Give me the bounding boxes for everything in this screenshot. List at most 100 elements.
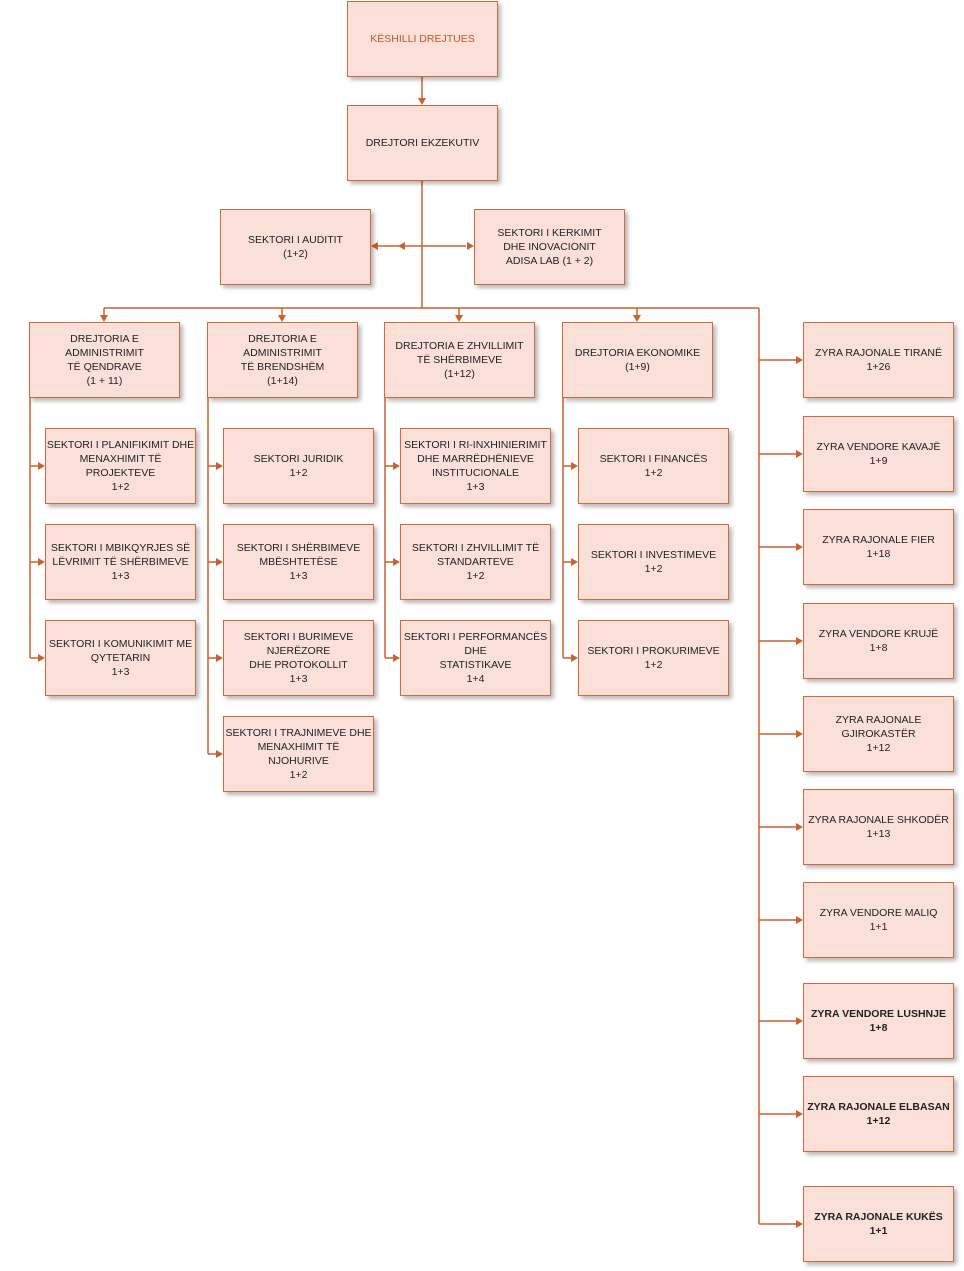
research-box: SEKTORI I KERKIMIT DHE INOVACIONIT ADISA…: [474, 209, 625, 285]
office-line: 1+9: [869, 455, 888, 467]
office-box: ZYRA RAJONALE ELBASAN 1+12: [803, 1076, 954, 1152]
arrowhead: [371, 242, 378, 250]
office-line: ZYRA RAJONALE: [835, 714, 922, 726]
office-line: ZYRA VENDORE KAVAJË: [816, 441, 941, 453]
directorate-box: DREJTORIA E ZHVILLIMIT TË SHËRBIMEVE (1+…: [384, 322, 535, 398]
research-line: DHE INOVACIONIT: [503, 241, 596, 253]
arrowhead: [100, 315, 108, 322]
office-line: ZYRA RAJONALE KUKËS: [814, 1211, 943, 1223]
arrowhead: [38, 654, 45, 662]
office-box: ZYRA RAJONALE TIRANË 1+26: [803, 322, 954, 398]
arrowhead: [796, 823, 803, 831]
arrowhead: [216, 750, 223, 758]
office-line: 1+8: [869, 642, 888, 654]
arrowhead: [216, 558, 223, 566]
arrowhead: [796, 356, 803, 364]
sector-line: PROJEKTEVE: [85, 467, 156, 479]
audit-line: SEKTORI I AUDITIT: [248, 234, 343, 246]
sector-line: 1+2: [111, 481, 130, 493]
arrowhead: [796, 543, 803, 551]
sector-line: SEKTORI I PROKURIMEVE: [587, 645, 720, 657]
arrowhead: [633, 315, 641, 322]
sector-line: SEKTORI I TRAJNIMEVE DHE: [225, 727, 372, 739]
executive-box: DREJTORI EKZEKUTIV: [347, 105, 498, 181]
sector-line: QYTETARIN: [90, 652, 151, 664]
directorate-line: (1+14): [267, 375, 298, 387]
sector-line: MENAXHIMIT TË: [79, 453, 162, 465]
office-line: ZYRA RAJONALE FIER: [822, 534, 935, 546]
office-line: 1+1: [869, 1225, 888, 1237]
sector-line: SEKTORI I MBIKQYRJES SË: [50, 542, 191, 554]
directorate-box: DREJTORIA E ADMINISTRIMIT TË BRENDSHËM (…: [207, 322, 358, 398]
office-box: ZYRA RAJONALE KUKËS 1+1: [803, 1186, 954, 1262]
sector-box: SEKTORI I MBIKQYRJES SË LËVRIMIT TË SHËR…: [45, 524, 196, 600]
directorate-line: DREJTORIA E: [248, 333, 317, 345]
directorate-line: DREJTORIA E ZHVILLIMIT: [395, 340, 524, 352]
sector-box: SEKTORI I BURIMEVE NJERËZORE DHE PROTOKO…: [223, 620, 374, 696]
sector-line: SEKTORI I KOMUNIKIMIT ME: [48, 638, 193, 650]
sector-box: SEKTORI I INVESTIMEVE 1+2: [578, 524, 729, 600]
sector-line: STANDARTEVE: [437, 556, 514, 568]
sector-line: DHE: [464, 645, 487, 657]
sector-line: 1+2: [644, 467, 663, 479]
directorate-line: ADMINISTRIMIT: [243, 347, 322, 359]
arrowhead: [278, 315, 286, 322]
sector-line: SEKTORI I INVESTIMEVE: [590, 549, 717, 561]
sector-line: 1+2: [466, 570, 485, 582]
arrowhead: [38, 558, 45, 566]
arrowhead: [796, 1220, 803, 1228]
audit-box: SEKTORI I AUDITIT (1+2): [220, 209, 371, 285]
sector-line: LËVRIMIT TË SHËRBIMEVE: [52, 556, 189, 568]
directorate-line: ADMINISTRIMIT: [65, 347, 144, 359]
research-line: ADISA LAB (1 + 2): [505, 255, 594, 267]
office-line: ZYRA RAJONALE TIRANË: [814, 347, 942, 359]
office-line: ZYRA VENDORE MALIQ: [819, 907, 938, 919]
sector-box: SEKTORI I RI-INXHINIERIMIT DHE MARRËDHËN…: [400, 428, 551, 504]
arrowhead: [571, 462, 578, 470]
sector-box: SEKTORI I KOMUNIKIMIT ME QYTETARIN 1+3: [45, 620, 196, 696]
directorate-line: TË BRENDSHËM: [240, 361, 325, 373]
arrowhead: [418, 98, 426, 105]
sector-line: MBËSHTETËSE: [259, 556, 338, 568]
sector-line: SEKTORI I PERFORMANCËS: [403, 631, 548, 643]
office-line: 1+12: [866, 742, 891, 754]
sector-line: 1+2: [289, 467, 308, 479]
directorate-line: TË QENDRAVE: [67, 361, 142, 373]
sector-box: SEKTORI I FINANCËS 1+2: [578, 428, 729, 504]
arrowhead: [796, 1110, 803, 1118]
office-line: 1+26: [866, 361, 891, 373]
sector-line: 1+2: [644, 659, 663, 671]
sector-line: SEKTORI I ZHVILLIMIT TË: [411, 542, 540, 554]
sector-line: 1+3: [466, 481, 485, 493]
research-line: SEKTORI I KERKIMIT: [497, 227, 602, 239]
arrowhead: [216, 462, 223, 470]
office-line: 1+13: [866, 828, 891, 840]
arrowhead: [393, 654, 400, 662]
sector-line: 1+3: [111, 666, 130, 678]
office-line: ZYRA VENDORE KRUJË: [818, 628, 939, 640]
arrowhead: [796, 450, 803, 458]
arrowhead: [393, 462, 400, 470]
arrowhead: [216, 654, 223, 662]
executive-title: DREJTORI EKZEKUTIV: [365, 137, 480, 149]
arrowhead: [393, 558, 400, 566]
sector-line: DHE PROTOKOLLIT: [249, 659, 348, 671]
sector-line: NJOHURIVE: [268, 755, 329, 767]
office-box: ZYRA RAJONALE FIER 1+18: [803, 509, 954, 585]
sector-box: SEKTORI JURIDIK 1+2: [223, 428, 374, 504]
arrowhead: [796, 730, 803, 738]
sector-line: SEKTORI I SHËRBIMEVE: [236, 542, 361, 554]
arrowhead: [38, 462, 45, 470]
sector-line: 1+2: [644, 563, 663, 575]
sector-line: NJERËZORE: [266, 645, 331, 657]
council-title: KËSHILLI DREJTUES: [370, 33, 475, 45]
sector-line: 1+2: [289, 769, 308, 781]
office-box: ZYRA VENDORE KRUJË 1+8: [803, 603, 954, 679]
directorate-line: DREJTORIA E: [70, 333, 139, 345]
sector-line: 1+3: [289, 673, 308, 685]
office-box: ZYRA VENDORE MALIQ 1+1: [803, 882, 954, 958]
office-line: ZYRA RAJONALE SHKODËR: [808, 814, 949, 826]
council-box: KËSHILLI DREJTUES: [347, 1, 498, 77]
arrowhead: [398, 242, 405, 250]
sector-box: SEKTORI I PLANIFIKIMIT DHE MENAXHIMIT TË…: [45, 428, 196, 504]
